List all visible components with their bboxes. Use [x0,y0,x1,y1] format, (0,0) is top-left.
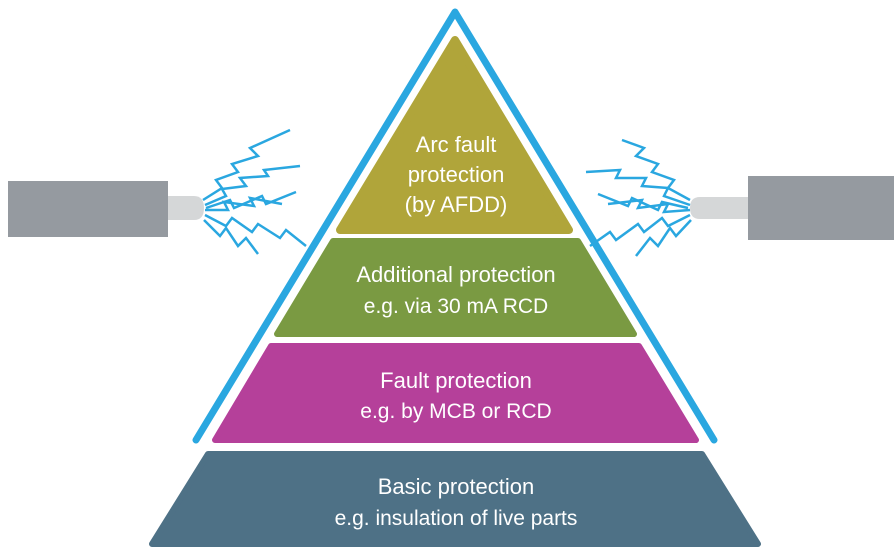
right-cable-conductor [690,197,748,219]
left-spark-icon [202,128,307,255]
right-cable [690,176,894,240]
level-fault-shape [212,343,699,443]
level-fault: Fault protection e.g. by MCB or RCD [212,343,699,443]
level-arc-fault-line-2: protection [408,162,505,187]
pyramid-outline [192,8,718,444]
level-basic-subtitle: e.g. insulation of live parts [335,507,578,530]
level-basic: Basic protection e.g. insulation of live… [149,451,761,547]
level-fault-title: Fault protection [380,368,532,393]
level-fault-subtitle: e.g. by MCB or RCD [360,400,551,423]
level-basic-shape [149,451,761,547]
right-spark-icon [585,138,692,257]
level-additional: Additional protection e.g. via 30 mA RCD [274,238,637,337]
left-cable-jacket [8,181,168,237]
level-basic-title: Basic protection [378,474,535,499]
level-additional-subtitle: e.g. via 30 mA RCD [364,295,548,318]
level-arc-fault-line-3: (by AFDD) [405,192,508,217]
level-arc-fault-line-1: Arc fault [416,132,497,157]
level-additional-title: Additional protection [356,262,555,287]
left-cable [8,181,204,237]
level-additional-shape [274,238,637,337]
level-arc-fault: Arc fault protection (by AFDD) [336,36,573,234]
right-cable-jacket [748,176,894,240]
left-cable-conductor [168,196,204,220]
level-arc-fault-shape [336,36,573,234]
